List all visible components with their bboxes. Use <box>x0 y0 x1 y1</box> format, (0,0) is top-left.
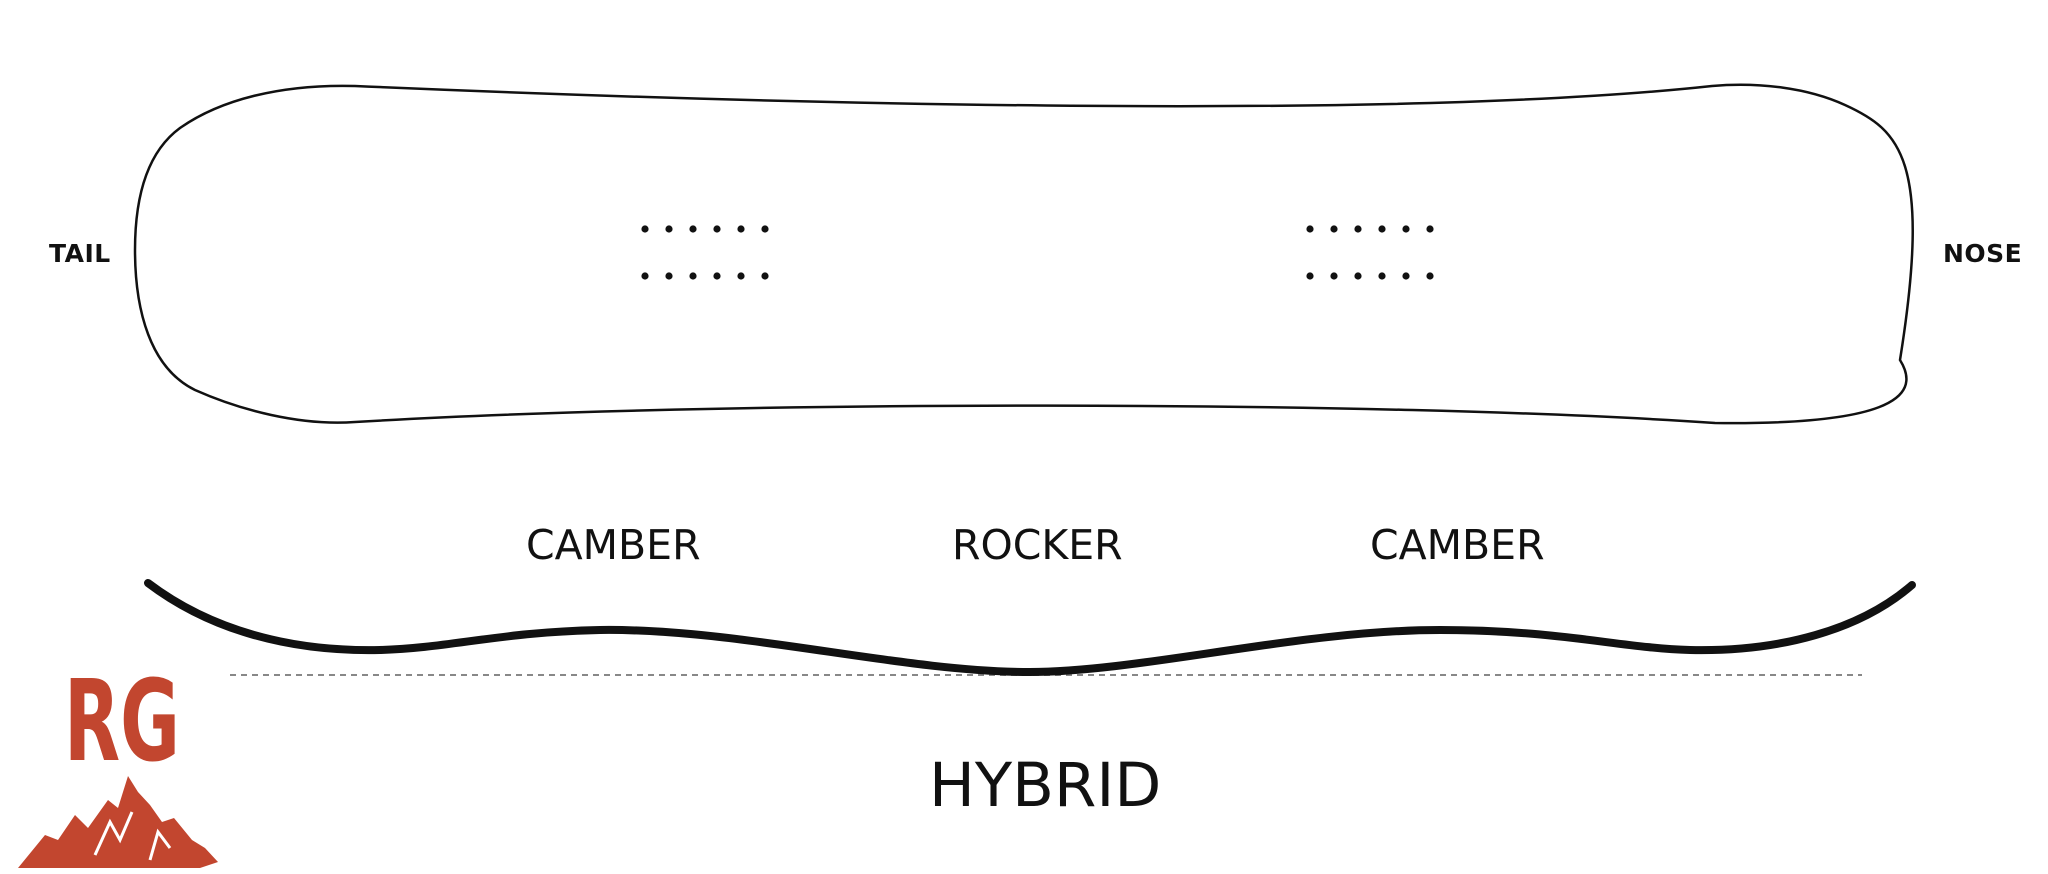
insert-dot <box>689 225 697 233</box>
board-outline <box>133 83 1914 425</box>
binding-inserts <box>641 225 1434 280</box>
insert-dot <box>665 225 673 233</box>
insert-dot <box>1426 272 1434 280</box>
insert-dot <box>1306 272 1314 280</box>
insert-dot <box>1330 225 1338 233</box>
nose-label: NOSE <box>1943 239 2023 268</box>
rocker-center-label: ROCKER <box>952 521 1123 569</box>
insert-dot <box>1330 272 1338 280</box>
insert-dot <box>1354 225 1362 233</box>
insert-dot <box>665 272 673 280</box>
logo-text: RG <box>64 657 180 787</box>
insert-dot <box>689 272 697 280</box>
insert-dot <box>1354 272 1362 280</box>
mountain-icon <box>18 776 218 868</box>
insert-dot <box>713 225 721 233</box>
insert-dot <box>761 272 769 280</box>
camber-left-label: CAMBER <box>526 521 701 569</box>
insert-dot <box>641 225 649 233</box>
profile-curve <box>144 579 1916 677</box>
insert-dot <box>713 272 721 280</box>
tail-label: TAIL <box>49 239 111 268</box>
insert-dot <box>1402 272 1410 280</box>
insert-dot <box>641 272 649 280</box>
camber-right-label: CAMBER <box>1370 521 1545 569</box>
insert-dot <box>1306 225 1314 233</box>
insert-dot <box>737 225 745 233</box>
profile-name: HYBRID <box>929 750 1162 821</box>
insert-dot <box>1402 225 1410 233</box>
insert-dot <box>761 225 769 233</box>
insert-dot <box>1378 225 1386 233</box>
insert-dot <box>1378 272 1386 280</box>
insert-dot <box>737 272 745 280</box>
insert-dot <box>1426 225 1434 233</box>
